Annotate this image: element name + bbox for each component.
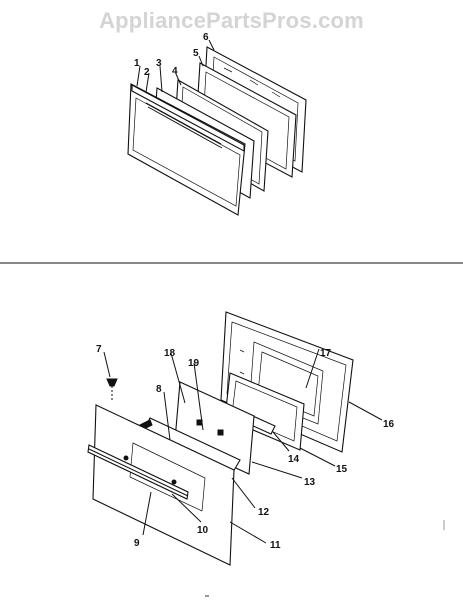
- callout-6: 6: [203, 32, 209, 43]
- callout-16: 16: [383, 419, 395, 430]
- callout-15: 15: [336, 464, 348, 475]
- callout-7: 7: [96, 344, 102, 355]
- part-7-screw: [106, 378, 118, 402]
- callout-2: 2: [144, 67, 150, 78]
- callout-17: 17: [320, 348, 332, 359]
- callout-1: 1: [134, 58, 140, 69]
- part-1-door-front: [127, 83, 246, 216]
- callout-11: 11: [270, 540, 281, 551]
- part-9-handle: [87, 444, 189, 500]
- callout-12: 12: [258, 507, 270, 518]
- callout-8: 8: [156, 384, 162, 395]
- callout-19: 19: [188, 358, 200, 369]
- callout-14: 14: [288, 454, 300, 465]
- lower-drawer-assembly: 7 8 9 10 11 12 13 14 15 16 17 18 19: [87, 311, 395, 566]
- callout-13: 13: [304, 477, 316, 488]
- part-16-rear-liner: [220, 311, 354, 453]
- callout-10: 10: [197, 525, 209, 536]
- callout-3: 3: [156, 58, 162, 69]
- callout-5: 5: [193, 48, 199, 59]
- callout-18: 18: [164, 348, 176, 359]
- callout-9: 9: [134, 538, 140, 549]
- watermark-logo: AppliancePartsPros.com: [99, 8, 364, 33]
- part-17-window: [257, 351, 319, 417]
- callout-4: 4: [172, 66, 178, 77]
- upper-door-assembly: 1 2 3 4 5 6: [127, 32, 307, 216]
